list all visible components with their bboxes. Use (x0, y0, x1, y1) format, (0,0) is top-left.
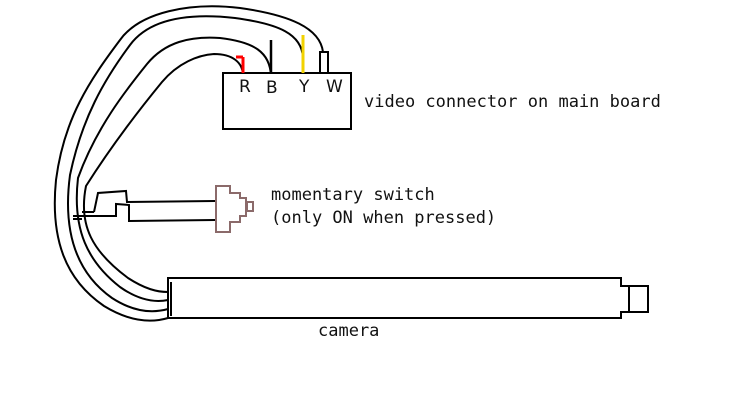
switch-label-line-1: momentary switch (271, 185, 435, 205)
pin-w-wire (319, 51, 329, 74)
wire-path-b (75, 36, 272, 302)
connector-body (222, 72, 352, 130)
switch-body (215, 185, 247, 233)
switch-button (246, 201, 254, 212)
pin-b-label: B (266, 78, 278, 98)
connector-label: video connector on main board (364, 92, 661, 112)
wire-path-w (53, 5, 324, 322)
switch-lead-top (93, 189, 216, 213)
switch-leads (73, 189, 216, 223)
switch-label-line-2: (only ON when pressed) (271, 208, 497, 228)
pin-r-label: R (239, 77, 251, 97)
camera-label: camera (318, 321, 380, 341)
pin-y-label: Y (298, 77, 310, 97)
switch-lead-bottom (73, 202, 216, 223)
wire-path-y (66, 15, 304, 313)
cable-harness (53, 5, 324, 322)
camera-body (167, 277, 649, 319)
pin-w-label: W (326, 77, 343, 97)
switch-icon (215, 185, 254, 233)
connector-block-icon: R B Y W (222, 35, 352, 130)
wire-path-r (82, 53, 244, 293)
camera-body-icon (167, 277, 649, 319)
switch-lead-junction (73, 211, 94, 220)
